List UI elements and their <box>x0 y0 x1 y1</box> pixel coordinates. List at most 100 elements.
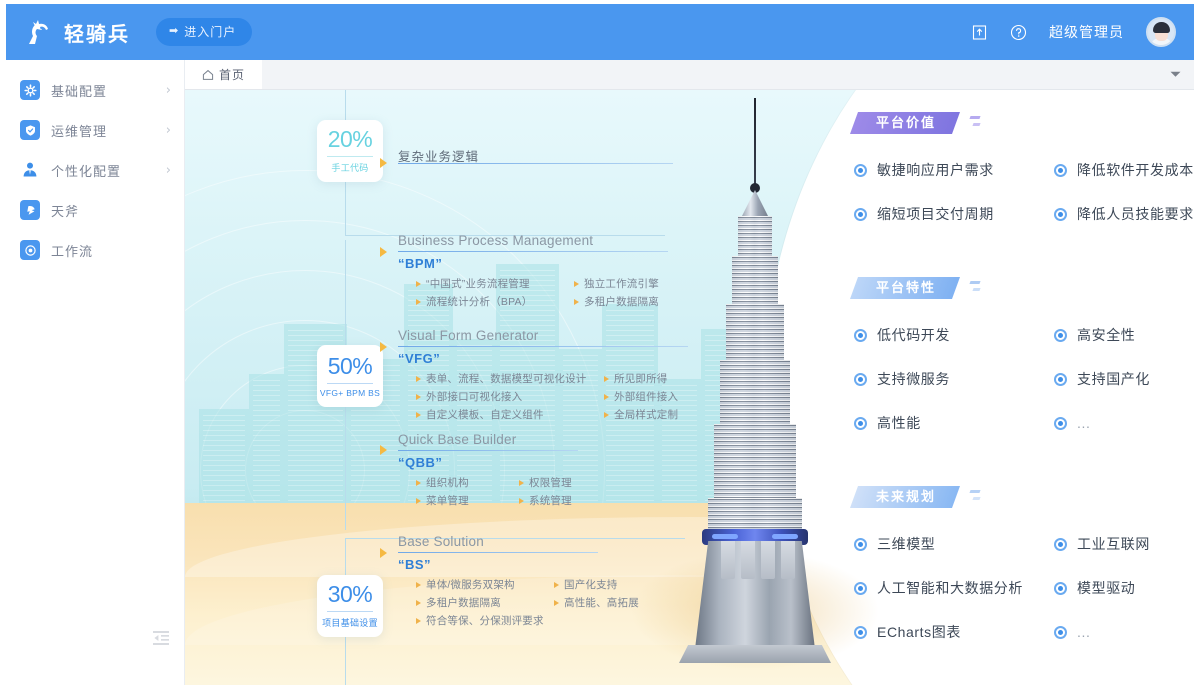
tower-spire <box>754 98 756 190</box>
feature-item[interactable]: 支持国产化 <box>1054 357 1194 401</box>
sidebar-item-personalization[interactable]: 个性化配置 › <box>6 150 184 190</box>
enter-portal-label: 进入门户 <box>184 25 237 39</box>
block-item: 高性能、高拓展 <box>554 595 663 610</box>
feature-item[interactable]: 降低人员技能要求 <box>1054 192 1194 236</box>
feature-item[interactable]: 缩短项目交付周期 <box>854 192 1054 236</box>
block-item: 独立工作流引擎 <box>574 276 668 291</box>
feature-item[interactable]: 模型驱动 <box>1054 566 1194 610</box>
tab-home[interactable]: 首页 <box>185 60 263 89</box>
block-vfg: Visual Form Generator “VFG” 表单、流程、数据模型可视… <box>398 328 688 422</box>
chevron-down-icon[interactable] <box>1156 60 1194 89</box>
upload-box-icon[interactable] <box>971 24 988 41</box>
block-item: 国产化支持 <box>554 577 663 592</box>
block-rule <box>398 450 578 451</box>
section-platform-value: 平台价值 敏捷响应用户需求 降低软件开发成本 缩短项目交付周期 降低人员技能要求 <box>849 112 1194 236</box>
feature-label: 高安全性 <box>1077 327 1136 343</box>
badge-accent-2 <box>972 288 981 291</box>
section-badge: 未来规划 <box>849 486 961 508</box>
block-items: 表单、流程、数据模型可视化设计 所见即所得 外部接口可视化接入 外部组件接入 自… <box>398 371 688 422</box>
section-platform-features: 平台特性 低代码开发 高安全性 支持微服务 支持国产化 高性能 ... <box>849 277 1194 445</box>
arrow-bullet-icon <box>416 599 421 606</box>
connector-line-horizontal-2 <box>345 538 685 539</box>
block-bs: Base Solution “BS” 单体/微服务双架构 国产化支持 多租户数据… <box>398 534 663 628</box>
section-title: 平台特性 <box>876 280 937 295</box>
radio-icon <box>854 625 867 639</box>
tower-shaft-2 <box>732 256 778 306</box>
tab-bar: 首页 <box>185 60 1194 90</box>
block-item-label: 独立工作流引擎 <box>584 278 659 290</box>
percent-card-project-base: 30% 项目基础设置 <box>317 575 383 637</box>
question-circle-icon[interactable] <box>1010 24 1027 41</box>
block-item: 组织机构 <box>416 475 501 490</box>
feature-item[interactable]: ... <box>1054 610 1194 654</box>
block-item: 多租户数据隔离 <box>416 595 536 610</box>
feature-item[interactable]: 工业互联网 <box>1054 522 1194 566</box>
dashboard-illustration: 20% 手工代码 50% VFG+ BPM BS 30% 项目基础设置 复杂业务… <box>185 90 1194 685</box>
feature-label: 降低软件开发成本 <box>1077 162 1194 178</box>
block-abbr: “VFG” <box>398 351 441 366</box>
feature-item[interactable]: ... <box>1054 401 1194 445</box>
block-qbb: Quick Base Builder “QBB” 组织机构 权限管理 菜单管理 … <box>398 432 648 508</box>
sidebar-item-basic-config[interactable]: 基础配置 › <box>6 70 184 110</box>
feature-label: ... <box>1077 624 1091 640</box>
base-slot-2 <box>741 541 755 579</box>
arrow-bullet-icon <box>604 393 609 400</box>
feature-item[interactable]: 三维模型 <box>854 522 1054 566</box>
capability-diagram: 20% 手工代码 50% VFG+ BPM BS 30% 项目基础设置 复杂业务… <box>185 90 1194 685</box>
block-item: 系统管理 <box>519 493 648 508</box>
arrow-bullet-icon <box>519 479 524 486</box>
percent-divider <box>327 611 373 612</box>
feature-label: 支持国产化 <box>1077 371 1150 387</box>
block-items: 组织机构 权限管理 菜单管理 系统管理 <box>398 475 648 508</box>
block-abbr: “QBB” <box>398 455 443 470</box>
arrow-bullet-icon <box>416 617 421 624</box>
block-item: “中国式”业务流程管理 <box>416 276 556 291</box>
collapse-sidebar-icon[interactable] <box>152 629 170 647</box>
block-bpm: Business Process Management “BPM” “中国式”业… <box>398 233 668 309</box>
tower-shaft-4 <box>720 360 790 426</box>
radio-icon <box>854 416 867 430</box>
block-item-label: “中国式”业务流程管理 <box>426 278 530 290</box>
arrow-bullet-icon <box>416 479 421 486</box>
arrow-marker-vfg <box>380 342 387 352</box>
chevron-right-icon: › <box>165 122 171 138</box>
block-item-label: 自定义模板、自定义组件 <box>426 409 544 421</box>
section-title: 未来规划 <box>876 489 937 504</box>
block-item: 单体/微服务双架构 <box>416 577 536 592</box>
arrow-marker-top <box>380 158 387 168</box>
sidebar-item-workflow[interactable]: 工作流 <box>6 230 184 270</box>
gear-icon <box>20 80 40 100</box>
avatar[interactable] <box>1146 17 1176 47</box>
block-items: 单体/微服务双架构 国产化支持 多租户数据隔离 高性能、高拓展 符合等保、分保测… <box>398 577 663 628</box>
chevron-right-icon: › <box>165 82 171 98</box>
feature-item[interactable]: 高安全性 <box>1054 313 1194 357</box>
feature-item[interactable]: 敏捷响应用户需求 <box>854 148 1054 192</box>
enter-portal-button[interactable]: ➡ 进入门户 <box>156 18 253 46</box>
sidebar-item-ops-management[interactable]: 运维管理 › <box>6 110 184 150</box>
arrow-bullet-icon <box>519 497 524 504</box>
feature-item[interactable]: 人工智能和大数据分析 <box>854 566 1054 610</box>
block-items: “中国式”业务流程管理 独立工作流引擎 流程统计分析（BPA） 多租户数据隔离 <box>398 276 668 309</box>
sidebar-item-label: 工作流 <box>51 243 94 259</box>
feature-item[interactable]: ECharts图表 <box>854 610 1054 654</box>
block-item-label: 外部接口可视化接入 <box>426 391 523 403</box>
brand: 轻骑兵 <box>22 17 130 47</box>
user-name[interactable]: 超级管理员 <box>1049 24 1124 40</box>
radio-icon <box>854 581 867 595</box>
feature-item[interactable]: 支持微服务 <box>854 357 1054 401</box>
radio-icon <box>1054 416 1067 430</box>
radio-icon <box>1054 328 1067 342</box>
sidebar-item-tianfu[interactable]: 天斧 <box>6 190 184 230</box>
feature-item[interactable]: 降低软件开发成本 <box>1054 148 1194 192</box>
tower-shaft-5 <box>714 424 796 500</box>
feature-label: 缩短项目交付周期 <box>877 206 994 222</box>
tower-shaft-1 <box>738 216 772 258</box>
feature-item[interactable]: 低代码开发 <box>854 313 1054 357</box>
arrow-bullet-icon <box>574 298 579 305</box>
feature-item[interactable]: 高性能 <box>854 401 1054 445</box>
badge-accent-1 <box>969 281 981 284</box>
block-item-label: 国产化支持 <box>564 579 618 591</box>
arrow-bullet-icon <box>554 581 559 588</box>
block-abbr: “BS” <box>398 557 432 572</box>
block-item-label: 流程统计分析（BPA） <box>426 296 533 308</box>
